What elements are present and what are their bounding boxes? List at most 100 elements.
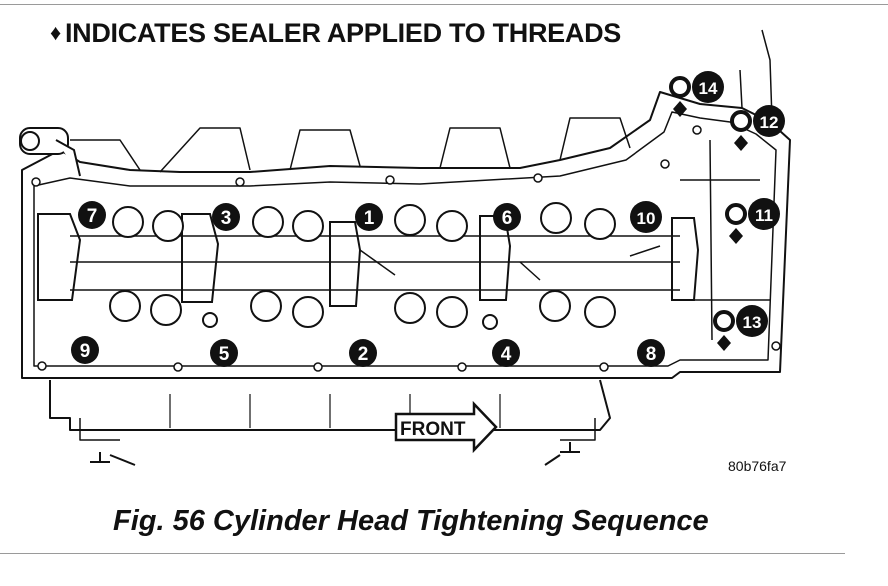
bolt-marker-4: 4 (492, 339, 520, 367)
tappet (539, 290, 571, 322)
sequence-number: 8 (646, 344, 657, 365)
sequence-number: 1 (364, 208, 375, 229)
bolt-marker-10: 10 (630, 201, 662, 233)
flange-bolt (692, 125, 702, 135)
sequence-number: 6 (502, 208, 513, 229)
head-outline-group (21, 29, 791, 466)
flange-bolt (385, 175, 395, 185)
flange-bolt (771, 341, 781, 351)
sequence-number: 7 (87, 206, 98, 227)
tappet (436, 210, 468, 242)
bearing-cap-2 (181, 213, 220, 303)
stud-left (90, 452, 136, 466)
flange-bolt (660, 159, 670, 169)
sequence-number-badge (71, 336, 99, 364)
sequence-number-badge (78, 201, 106, 229)
sequence-number-badge (355, 203, 383, 231)
sequence-number: 12 (760, 113, 779, 132)
flange-bolt (457, 362, 467, 372)
sequence-number-badge (210, 339, 238, 367)
spark-plug-tube (359, 245, 661, 281)
tappet (109, 290, 141, 322)
flange-bolt (533, 173, 543, 183)
sealer-diamond-icon (673, 101, 687, 117)
bolt-marker-8: 8 (637, 339, 665, 367)
tappet (394, 204, 426, 236)
sequence-number: 13 (743, 313, 762, 332)
tappet (150, 294, 182, 326)
sequence-number-badge (349, 339, 377, 367)
valve-tappets (109, 202, 616, 330)
sequence-number-badge (492, 339, 520, 367)
bolt-head-ring (713, 310, 735, 332)
front-label: FRONT (400, 419, 466, 440)
sealer-diamond-icon: ♦ (50, 20, 61, 45)
sequence-number: 4 (501, 344, 512, 365)
lower-manifold (49, 379, 611, 431)
tappet (436, 296, 468, 328)
sealer-diamond-icon (717, 335, 731, 351)
lower-manifold-lip (79, 418, 596, 441)
top-rule (0, 4, 888, 5)
sequence-number-badge (736, 305, 768, 337)
top-rail (70, 117, 631, 173)
sequence-number: 3 (221, 208, 232, 229)
bearing-cap-5 (671, 217, 700, 301)
sequence-number-badge (212, 203, 240, 231)
sequence-number: 14 (699, 79, 718, 98)
bolt-marker-5: 5 (210, 339, 238, 367)
sequence-number-badge (692, 71, 724, 103)
front-arrow: FRONT (394, 400, 498, 454)
tappet (540, 202, 572, 234)
tappet (152, 210, 184, 242)
tappet (292, 210, 324, 242)
bearing-cap-1 (37, 213, 82, 301)
legend-heading: ♦INDICATES SEALER APPLIED TO THREADS (50, 18, 621, 49)
sequence-number: 11 (755, 206, 773, 225)
bolt-marker-1: 1 (355, 203, 383, 231)
cam-sensor-stem (55, 139, 81, 177)
tappet (112, 206, 144, 238)
bolt-head-ring (725, 203, 747, 225)
bolt-marker-3: 3 (212, 203, 240, 231)
bolt-head-ring (669, 76, 691, 98)
flange-bolt (31, 177, 41, 187)
flange-bolts (31, 125, 781, 372)
tappet (584, 208, 616, 240)
spark-plug-well (202, 312, 218, 328)
flange-bolt (599, 362, 609, 372)
bearing-cap-3 (329, 221, 362, 307)
sealer-diamond-icon (734, 135, 748, 151)
end-cap (680, 29, 773, 341)
sequence-number: 9 (80, 341, 91, 362)
cam-sensor-cap (20, 131, 40, 151)
flange-bolt (173, 362, 183, 372)
sealer-diamond-icon (729, 228, 743, 244)
bottom-rule (0, 553, 845, 554)
sequence-number-badge (493, 203, 521, 231)
bolt-head-ring (730, 110, 752, 132)
reference-code: 80b76fa7 (728, 458, 787, 474)
bolt-marker-13: 13 (713, 305, 768, 351)
manifold-divider (169, 394, 501, 428)
figure-caption: Fig. 56 Cylinder Head Tightening Sequenc… (113, 505, 709, 537)
bolt-marker-9: 9 (71, 336, 99, 364)
sequence-number-badge (637, 339, 665, 367)
flange-bolt (313, 362, 323, 372)
flange-bolt (235, 177, 245, 187)
head-outline (21, 91, 791, 379)
front-arrow-shape (394, 400, 498, 454)
tappet (250, 290, 282, 322)
camshafts (70, 235, 680, 291)
legend-text: INDICATES SEALER APPLIED TO THREADS (64, 18, 621, 48)
bolt-marker-7: 7 (78, 201, 106, 229)
bolt-marker-11: 11 (725, 198, 780, 244)
sequence-number: 5 (219, 344, 230, 365)
stud-right (544, 442, 580, 466)
tappet (292, 296, 324, 328)
tappet (252, 206, 284, 238)
sequence-number-badge (748, 198, 780, 230)
sequence-number-badge (753, 105, 785, 137)
